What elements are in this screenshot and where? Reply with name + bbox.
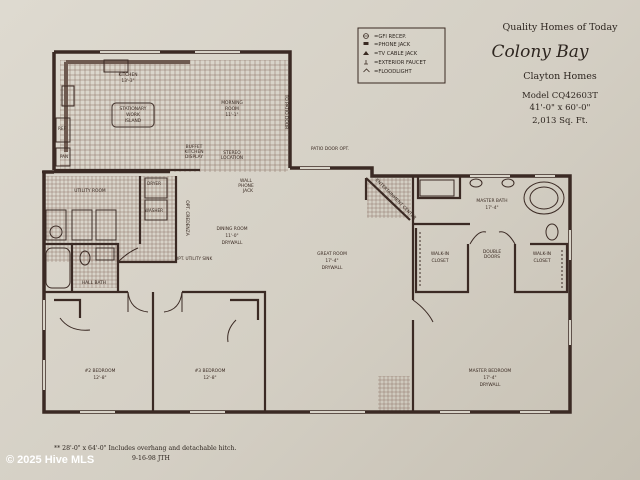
footnote-date: 9-16-98 JTH: [132, 455, 170, 462]
label-ref: REF: [58, 126, 67, 131]
listing-watermark: © 2025 Hive MLS: [6, 454, 94, 466]
label-morning-room: MORNING: [221, 100, 243, 106]
label-master-bath: MASTER BATH: [476, 198, 507, 204]
label-pantry: PAN: [60, 154, 68, 159]
svg-text:LOCATION: LOCATION: [221, 155, 243, 161]
svg-text:ISLAND: ISLAND: [125, 118, 142, 124]
lav-2: [501, 178, 515, 188]
label-kitchen: KITCHEN: [118, 72, 137, 78]
master-toilet: [545, 223, 559, 241]
company-tagline: Quality Homes of Today: [502, 22, 618, 33]
legend-faucet: =EXTERIOR FAUCET: [364, 60, 427, 66]
svg-text:13'-3": 13'-3": [121, 78, 134, 84]
legend-gfi: =GFI RECEP.: [363, 33, 407, 40]
hall-toilet: [79, 250, 91, 266]
label-great-room: GREAT ROOM: [317, 251, 347, 257]
label-buffet: BUFFET: [186, 144, 203, 150]
svg-text:17'-4": 17'-4": [485, 205, 498, 211]
legend-floodlight: =FLOODLIGHT: [363, 68, 413, 75]
cabinet-1: [45, 209, 67, 241]
entry-tile: [378, 376, 410, 412]
kitchen-sink: [103, 59, 129, 73]
kitchen-nook-tile: [60, 60, 288, 172]
legend-tv: =TV CABLE JACK: [363, 51, 418, 57]
legend: =GFI RECEP. =PHONE JACK =TV CABLE JACK =…: [357, 27, 446, 84]
label-bedroom-2: #2 BEDROOM: [85, 368, 116, 374]
svg-text:=GFI RECEP.: =GFI RECEP.: [374, 34, 407, 40]
svg-text:11'-0": 11'-0": [225, 233, 238, 239]
label-stereo: STEREO: [223, 150, 241, 156]
label-double-doors: DOUBLE: [483, 249, 502, 255]
model-number: Model CQ42603T: [522, 91, 598, 101]
svg-text:DRYWALL: DRYWALL: [222, 240, 243, 246]
hall-sink: [95, 247, 115, 261]
garden-tub: [523, 181, 565, 215]
svg-text:12'-8": 12'-8": [203, 375, 216, 381]
dimensions: 41'-0" x 60'-0": [530, 103, 591, 113]
svg-text:=FLOODLIGHT: =FLOODLIGHT: [374, 69, 413, 75]
svg-text:WORK: WORK: [126, 112, 140, 118]
hall-tub: [45, 247, 71, 289]
label-washer: WASHER: [145, 208, 163, 213]
svg-text:DRYWALL: DRYWALL: [480, 382, 501, 388]
shower: [419, 179, 455, 197]
label-utility-room: UTILITY ROOM: [74, 188, 106, 194]
range: [61, 85, 75, 107]
label-hall-bath: HALL BATH: [82, 280, 106, 286]
pantry: [55, 147, 71, 167]
door-swings: [59, 231, 516, 343]
legend-phone: =PHONE JACK: [363, 42, 411, 48]
svg-text:12'-8": 12'-8": [93, 375, 106, 381]
room-labels: KITCHEN 13'-3" STATIONARY WORK ISLAND MO…: [58, 72, 551, 388]
svg-text:CLOSET: CLOSET: [533, 258, 550, 264]
svg-text:=EXTERIOR FAUCET: =EXTERIOR FAUCET: [374, 60, 427, 66]
builder-name: Clayton Homes: [523, 71, 597, 82]
fixtures: [45, 59, 565, 289]
model-name: Colony Bay: [491, 42, 588, 62]
svg-text:=PHONE JACK: =PHONE JACK: [374, 42, 411, 48]
svg-text:DOORS: DOORS: [484, 254, 500, 260]
svg-text:KITCHEN: KITCHEN: [184, 149, 203, 155]
label-dryer: DRYER: [147, 181, 161, 186]
refrigerator: [55, 117, 71, 143]
cabinet-3: [95, 209, 117, 241]
label-opt-utility-sink: OPT. UTILITY SINK: [175, 256, 212, 261]
svg-text:11'-1": 11'-1": [225, 112, 238, 118]
svg-text:=TV CABLE JACK: =TV CABLE JACK: [374, 51, 418, 57]
label-opt-credenza: OPT. CREDENZA: [184, 200, 190, 235]
label-dining-room: DINING ROOM: [216, 226, 247, 232]
cabinet-2: [71, 209, 93, 241]
svg-text:ROOM: ROOM: [225, 106, 239, 112]
label-to-patio: TO PATIO DOOR: [283, 94, 289, 130]
label-island: STATIONARY: [120, 106, 147, 112]
svg-text:DISPLAY: DISPLAY: [185, 154, 203, 160]
svg-text:CLOSET: CLOSET: [431, 258, 448, 264]
svg-text:DRYWALL: DRYWALL: [322, 265, 343, 271]
lav-1: [469, 178, 483, 188]
label-walk-in-closet-2: WALK-IN: [533, 251, 551, 257]
footnote-dimensions: ** 28'-0" x 64'-0" Includes overhang and…: [54, 445, 236, 452]
label-master-bedroom: MASTER BEDROOM: [469, 368, 512, 374]
svg-text:PHONE: PHONE: [238, 183, 254, 189]
svg-text:17'-4": 17'-4": [483, 375, 496, 381]
svg-text:JACK: JACK: [242, 188, 253, 194]
water-heater: [49, 225, 63, 239]
hall-bath-tile: [72, 244, 118, 288]
interior-walls: [44, 168, 569, 412]
work-island: [111, 102, 155, 128]
dryer: [144, 177, 168, 199]
windows: [43, 51, 571, 413]
label-patio-door: PATIO DOOR OPT.: [311, 146, 349, 152]
label-bedroom-3: #3 BEDROOM: [195, 368, 226, 374]
square-footage: 2,013 Sq. Ft.: [532, 116, 588, 126]
garden-tub-inner: [529, 186, 559, 210]
label-wall-phone: WALL: [240, 178, 253, 184]
washer: [144, 199, 168, 221]
svg-text:17'-4": 17'-4": [325, 258, 338, 264]
label-walk-in-closet-1: WALK-IN: [431, 251, 449, 257]
